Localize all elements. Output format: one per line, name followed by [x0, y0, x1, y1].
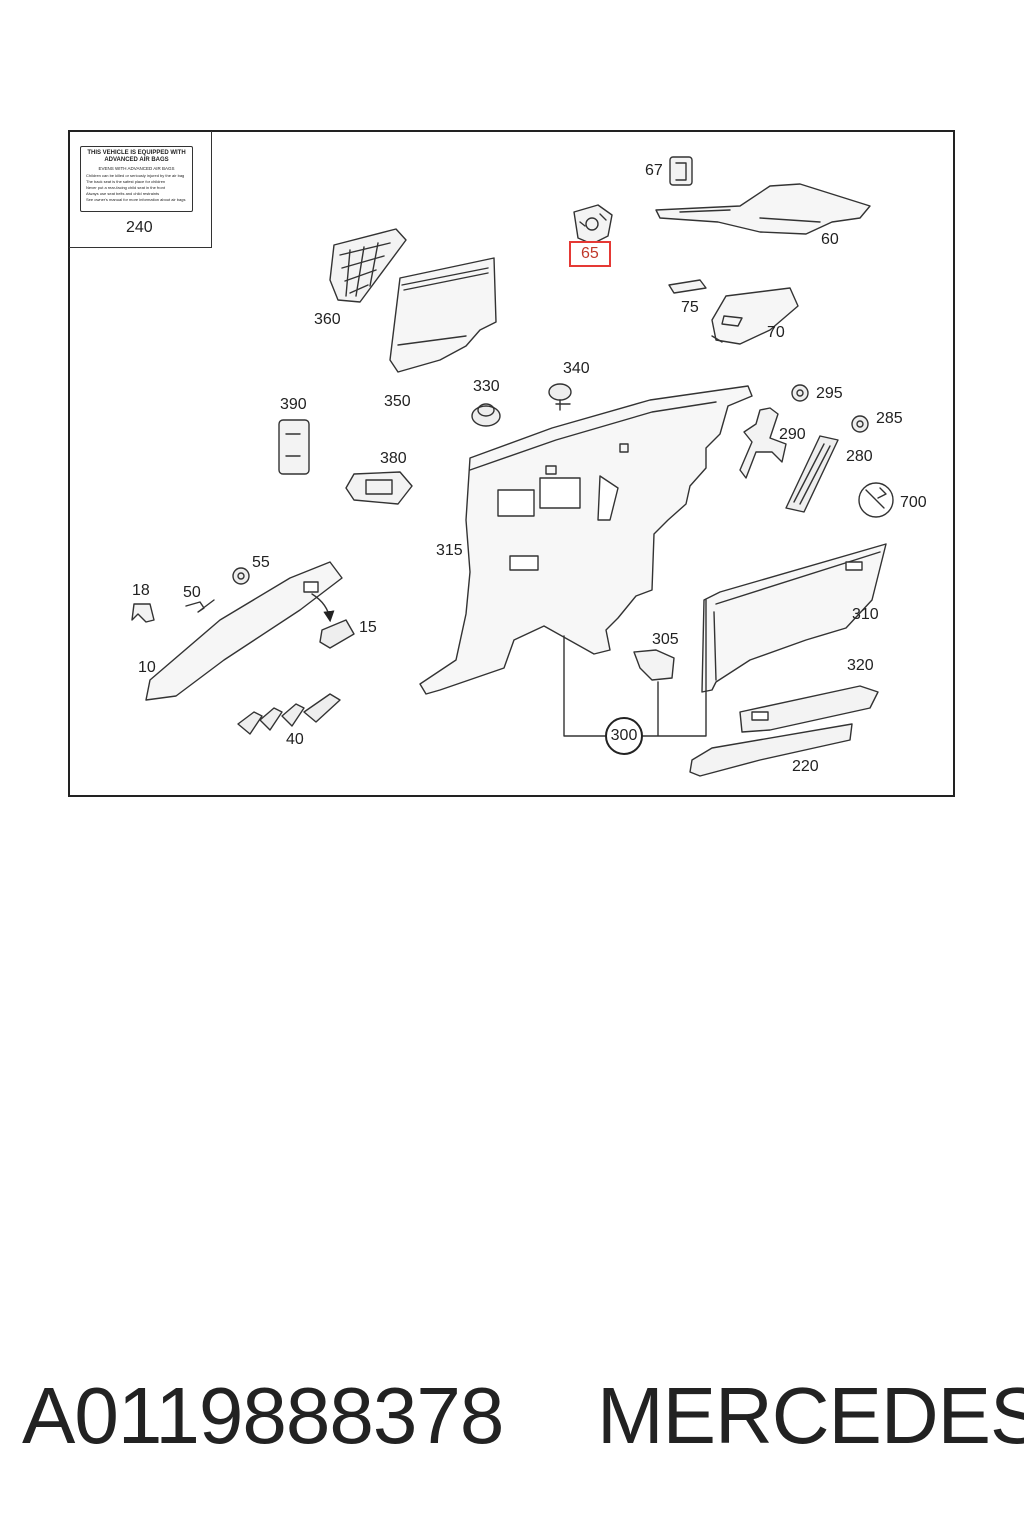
airbag-label-bullet: Children can be killed or seriously inju… [86, 172, 185, 178]
callout-700: 700 [900, 494, 927, 511]
part-700-tool [858, 482, 894, 518]
callout-10: 10 [138, 659, 156, 676]
part-340-clip [548, 383, 572, 411]
part-310-trim-panel [701, 543, 887, 693]
part-10-pillar [145, 561, 343, 701]
callout-295: 295 [816, 385, 843, 402]
callout-55: 55 [252, 554, 270, 571]
callout-15: 15 [359, 619, 377, 636]
callout-65-highlighted: 65 [569, 241, 611, 267]
callout-240: 240 [126, 219, 153, 236]
label-240-frame [69, 131, 212, 248]
callout-305: 305 [652, 631, 679, 648]
callout-350: 350 [384, 393, 411, 410]
airbag-label-bullet: Never put a rear-facing child seat in th… [86, 184, 165, 190]
part-50-wire [185, 599, 215, 613]
callout-320: 320 [847, 657, 874, 674]
part-280-module [785, 435, 839, 513]
callout-18: 18 [132, 582, 150, 599]
part-75-strip [668, 279, 707, 294]
part-285-nut [851, 415, 869, 433]
part-315-main-panel [419, 385, 753, 695]
part-18-clip [131, 603, 155, 623]
callout-360: 360 [314, 311, 341, 328]
callout-220: 220 [792, 758, 819, 775]
callout-315: 315 [436, 542, 463, 559]
callout-290: 290 [779, 426, 806, 443]
callout-300-circled: 300 [605, 717, 643, 755]
callout-380: 380 [380, 450, 407, 467]
callout-67: 67 [645, 162, 663, 179]
callout-40: 40 [286, 731, 304, 748]
airbag-label-bullet: Always use seat belts and child restrain… [86, 190, 160, 196]
footer-caption: A0119888378 MERCEDES [0, 1370, 1024, 1470]
part-305-clip [633, 649, 675, 681]
callout-285: 285 [876, 410, 903, 427]
part-40-buttons [237, 693, 341, 735]
callout-310: 310 [852, 606, 879, 623]
airbag-label-bullets: Children can be killed or seriously inju… [86, 173, 187, 203]
callout-300: 300 [610, 727, 638, 744]
part-65-clip [573, 204, 613, 245]
callout-60: 60 [821, 231, 839, 248]
part-295-nut [791, 384, 809, 402]
airbag-label-subheading: EVENS WITH ADVANCED AIR BAGS [98, 165, 175, 171]
part-70-cover [711, 287, 799, 345]
part-15-cap [311, 593, 355, 649]
airbag-label-bullet: See owner's manual for more information … [86, 196, 186, 202]
part-350-panel [389, 257, 497, 373]
airbag-warning-label: THIS VEHICLE IS EQUIPPED WITH ADVANCED A… [80, 146, 193, 212]
leader-lines-300 [563, 599, 707, 737]
callout-340: 340 [563, 360, 590, 377]
part-55-nut [232, 567, 250, 585]
part-60-trim [655, 183, 871, 235]
airbag-label-heading: THIS VEHICLE IS EQUIPPED WITH ADVANCED A… [87, 150, 186, 163]
callout-280: 280 [846, 448, 873, 465]
callout-50: 50 [183, 584, 201, 601]
callout-330: 330 [473, 378, 500, 395]
brand-name: MERCEDES [597, 1371, 1024, 1460]
part-380-holder [345, 471, 413, 505]
airbag-label-bullet: The back seat is the safest place for ch… [86, 178, 166, 184]
callout-390: 390 [280, 396, 307, 413]
part-290-bracket [739, 407, 787, 479]
part-320-sill [739, 685, 879, 733]
part-220-sill-cover [689, 723, 853, 777]
part-330-grommet [471, 403, 501, 427]
part-number: A0119888378 [22, 1371, 504, 1460]
part-360-grille [329, 228, 407, 303]
part-390-switch [278, 419, 310, 475]
part-67-latch [669, 156, 693, 186]
callout-70: 70 [767, 324, 785, 341]
callout-75: 75 [681, 299, 699, 316]
